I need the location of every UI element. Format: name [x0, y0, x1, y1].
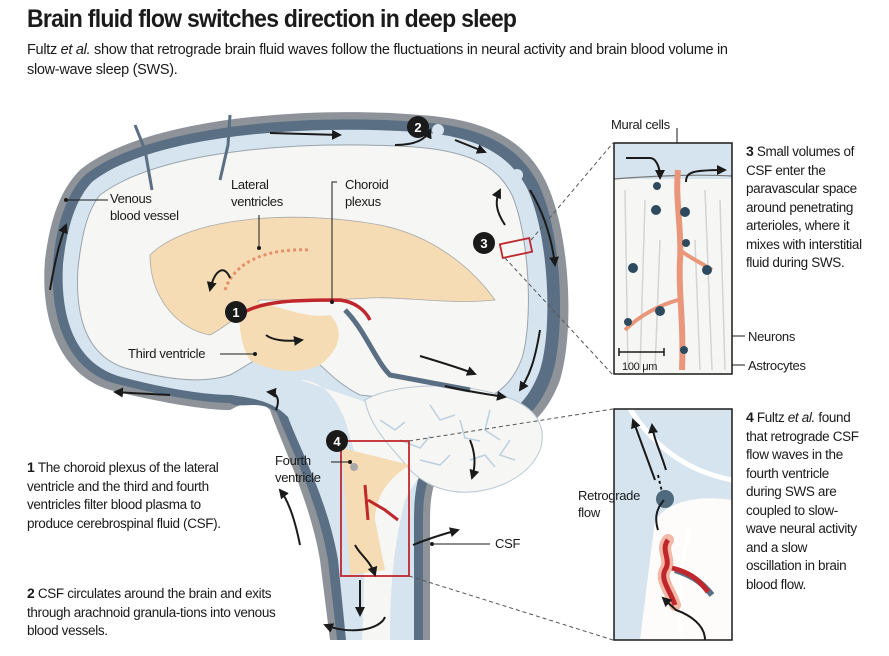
figure-title: Brain fluid flow switches direction in d… [27, 5, 517, 33]
flow-arrows [49, 128, 560, 633]
note-3-text: Small volumes of CSF enter the paravascu… [746, 144, 862, 270]
badge-3: 3 [473, 232, 495, 254]
note-3: 3 Small volumes of CSF enter the paravas… [746, 142, 864, 273]
label-choroid-2: plexus [345, 194, 382, 209]
label-lateral-1: Lateral [231, 177, 269, 192]
label-csf: CSF [495, 536, 520, 551]
note-1-text: The choroid plexus of the lateral ventri… [27, 460, 221, 531]
fourth-ventricle-shape [342, 448, 410, 575]
figure-subtitle: Fultz et al. show that retrograde brain … [27, 40, 747, 80]
note-2-number: 2 [27, 585, 35, 601]
svg-text:3: 3 [480, 236, 487, 251]
panel-fourth-ventricle [613, 408, 733, 641]
venous-branches [133, 114, 232, 191]
note-2-text: CSF circulates around the brain and exit… [27, 586, 276, 638]
badge-4: 4 [326, 430, 348, 452]
scale-bar-label: 100 μm [622, 361, 657, 373]
note-4-etal: et al. [787, 410, 816, 425]
label-choroid-1: Choroid [345, 177, 388, 192]
badge-2: 2 [407, 116, 429, 138]
panel-paravascular: 100 μm [613, 142, 733, 375]
subtitle-author: Fultz [27, 42, 57, 58]
label-fourth-1: Fourth [275, 453, 311, 468]
arachnoid-granulation [511, 169, 523, 181]
svg-text:2: 2 [414, 120, 421, 135]
label-astrocytes: Astrocytes [748, 358, 806, 373]
note-4-author: Fultz [756, 410, 785, 425]
label-mural-cells: Mural cells [611, 117, 671, 132]
choroid-plexus [238, 298, 372, 321]
highlight-box-3 [498, 236, 534, 260]
subtitle-text: show that retrograde brain fluid waves f… [27, 42, 728, 78]
label-retrograde-2: flow [578, 505, 601, 520]
note-4-number: 4 [746, 409, 754, 425]
svg-text:1: 1 [232, 305, 239, 320]
note-4-text: found that retrograde CSF flow waves in … [746, 410, 859, 592]
note-1-number: 1 [27, 459, 35, 475]
svg-text:4: 4 [333, 434, 341, 449]
label-fourth-2: ventricle [275, 470, 321, 485]
note-4: 4 Fultz et al. found that retrograde CSF… [746, 408, 864, 594]
third-ventricle-shape [239, 300, 339, 372]
label-venous-2: blood vessel [110, 208, 179, 223]
note-2: 2 CSF circulates around the brain and ex… [27, 584, 277, 641]
subtitle-etal: et al. [60, 42, 91, 58]
label-lateral-2: ventricles [231, 194, 284, 209]
label-venous-1: Venous [110, 191, 152, 206]
label-third-ventricle: Third ventricle [128, 346, 205, 361]
label-retrograde-1: Retrograde [578, 488, 640, 503]
note-1: 1 The choroid plexus of the lateral vent… [27, 458, 227, 533]
note-3-number: 3 [746, 143, 754, 159]
label-neurons: Neurons [748, 329, 796, 344]
badge-1: 1 [225, 301, 247, 323]
arachnoid-granulation [432, 124, 444, 136]
